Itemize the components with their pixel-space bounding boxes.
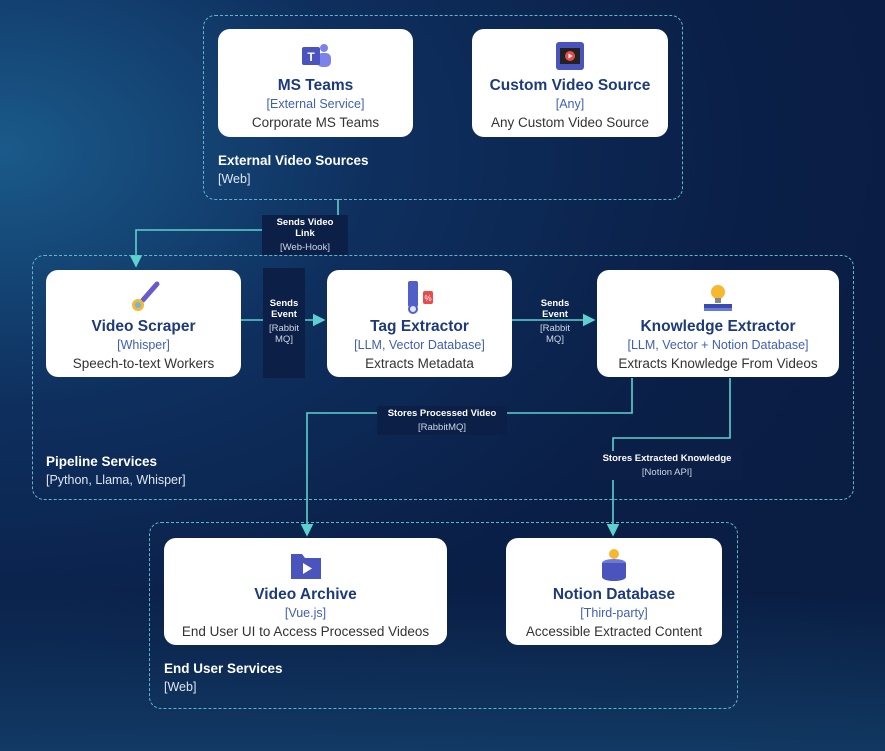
ms-teams-icon: T [218,39,413,73]
node-tech: [Whisper] [117,338,170,352]
edge-label: Stores Extracted Knowledge [602,453,732,464]
brush-icon [46,280,241,314]
node-tech: [Vue.js] [284,606,327,620]
node-desc: Any Custom Video Source [490,115,650,130]
node-title: Video Archive [254,586,357,603]
edge-sends-video-link [129,199,339,268]
node-desc: Extracts Knowledge From Videos [618,356,818,371]
node-title: Knowledge Extractor [640,318,796,335]
edge-label: Sends Video Link [276,217,334,239]
svg-text:%: % [424,294,431,303]
database-icon [506,548,722,582]
group-tech: [Web] [164,680,197,694]
node-desc: Speech-to-text Workers [72,356,215,371]
node-notion-database[interactable]: Notion Database [Third-party] Accessible… [506,538,722,645]
edge-tech: [RabbitMQ] [539,323,571,345]
edge-tech: [Web-Hook] [280,242,330,253]
edge-stores-extracted-knowledge [606,378,731,537]
edge-label-stores-extracted-knowledge: Stores Extracted Knowledge [Notion API] [592,451,742,480]
edge-tech: [Notion API] [641,467,693,478]
node-desc: Accessible Extracted Content [525,624,703,639]
edge-label: Sends Event [269,298,299,320]
group-pipeline-services [32,255,854,500]
edge-label-sends-video-link: Sends Video Link [Web-Hook] [262,215,348,255]
tag-icon: % [327,280,512,314]
video-folder-icon [164,548,447,582]
node-tech: [External Service] [266,97,365,111]
node-title: Notion Database [552,586,676,603]
node-tech: [LLM, Vector + Notion Database] [627,338,809,352]
edge-label-stores-processed-video: Stores Processed Video [RabbitMQ] [377,406,507,435]
node-ms-teams[interactable]: T MS Teams [External Service] Corporate … [218,29,413,137]
node-desc: Extracts Metadata [365,356,474,371]
node-title: Tag Extractor [370,318,469,335]
edge-label: Stores Processed Video [387,408,497,419]
node-tech: [LLM, Vector Database] [354,338,485,352]
node-desc: Corporate MS Teams [251,115,380,130]
node-tech: [Third-party] [580,606,648,620]
node-title: MS Teams [277,77,354,94]
node-desc: End User UI to Access Processed Videos [181,624,430,639]
node-title: Custom Video Source [489,77,651,94]
svg-text:T: T [307,50,315,64]
edge-tech: [RabbitMQ] [417,422,467,433]
edge-label: Sends Event [540,298,570,320]
group-end-user-services [149,522,738,709]
node-title: Video Scraper [91,318,196,335]
edge-label-sends-event: Sends Event [RabbitMQ] [263,268,305,378]
edge-tech: [RabbitMQ] [268,323,300,345]
node-knowledge-extractor[interactable]: Knowledge Extractor [LLM, Vector + Notio… [597,270,839,377]
group-tech: [Web] [218,172,251,186]
group-title: External Video Sources [218,153,369,168]
group-external-video-sources [203,15,683,200]
group-tech: [Python, Llama, Whisper] [46,473,186,487]
node-video-scraper[interactable]: Video Scraper [Whisper] Speech-to-text W… [46,270,241,377]
lightbulb-book-icon [597,280,839,314]
node-video-archive[interactable]: Video Archive [Vue.js] End User UI to Ac… [164,538,447,645]
node-tag-extractor[interactable]: % Tag Extractor [LLM, Vector Database] E… [327,270,512,377]
group-title: End User Services [164,661,283,676]
node-custom-video-source[interactable]: Custom Video Source [Any] Any Custom Vid… [472,29,668,137]
edge-label-sends-event: Sends Event [RabbitMQ] [534,268,576,378]
group-title: Pipeline Services [46,454,158,469]
video-player-icon [472,39,668,73]
node-tech: [Any] [555,97,585,111]
